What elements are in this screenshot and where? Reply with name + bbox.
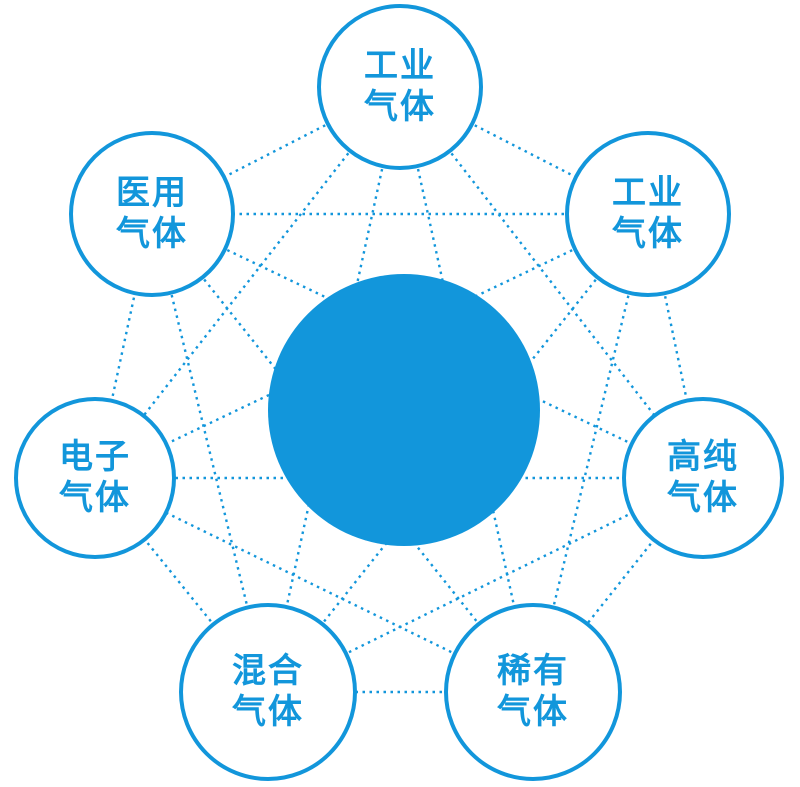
node-label-line2: 气体 <box>59 478 131 518</box>
node-industrial-gas-right: 工业 气体 <box>565 131 731 297</box>
connector-line <box>94 476 534 694</box>
center-circle <box>268 274 540 546</box>
node-label-line1: 工业 <box>364 45 436 86</box>
node-label-line1: 工业 <box>612 172 684 213</box>
node-industrial-gas-top: 工业 气体 <box>317 4 483 170</box>
node-label-line1: 医用 <box>116 172 188 213</box>
node-mixed-gas: 混合 气体 <box>179 603 357 781</box>
node-label-line2: 气体 <box>667 478 739 518</box>
connector-line <box>531 213 650 693</box>
node-label-line2: 气体 <box>116 214 188 254</box>
node-high-purity-gas: 高纯 气体 <box>622 397 784 559</box>
node-label-line2: 气体 <box>364 87 436 127</box>
connector-line <box>399 86 704 479</box>
node-label-line1: 电子 <box>59 436 131 477</box>
node-label-line1: 高纯 <box>667 436 739 477</box>
node-label-line2: 气体 <box>232 692 304 732</box>
node-electronic-gas: 电子 气体 <box>14 397 176 559</box>
node-rare-gas: 稀有 气体 <box>444 603 622 781</box>
node-medical-gas: 医用 气体 <box>69 131 235 297</box>
node-label-line2: 气体 <box>497 692 569 732</box>
connector-line <box>94 86 401 479</box>
node-label-line2: 气体 <box>612 214 684 254</box>
connector-line <box>150 213 270 693</box>
node-label-line1: 混合 <box>232 650 304 691</box>
node-label-line1: 稀有 <box>497 650 569 691</box>
